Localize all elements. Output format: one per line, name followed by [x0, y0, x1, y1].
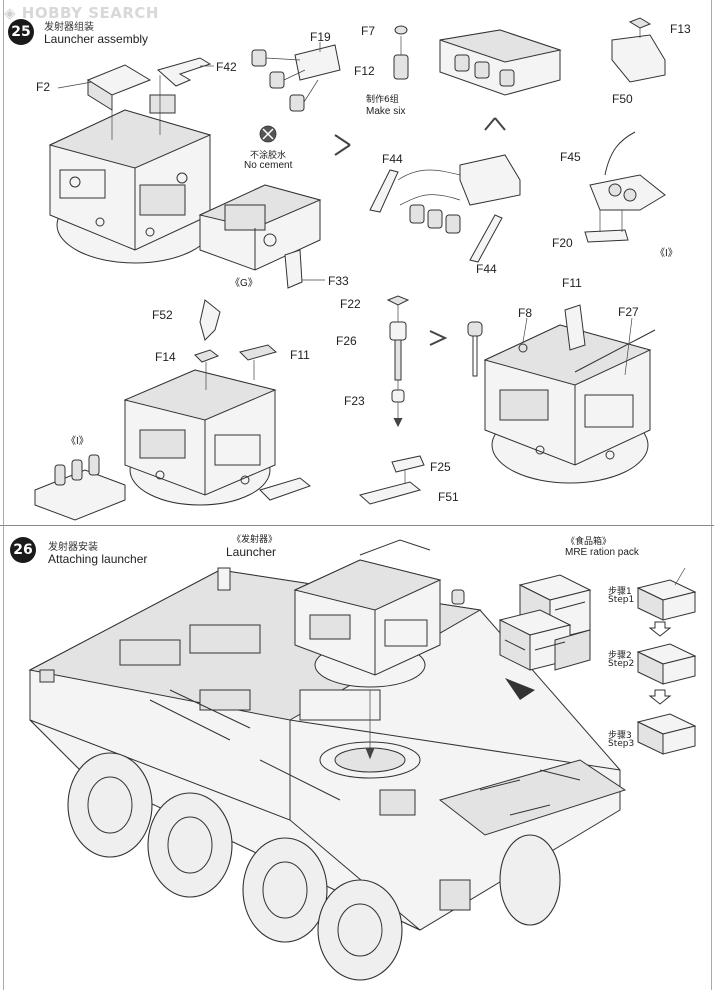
label-f33: F33	[328, 274, 349, 288]
part-f44-assembly	[369, 154, 521, 263]
mre-step3-en: Step3	[608, 739, 635, 749]
launcher-label-cn: 《发射器》	[232, 535, 278, 545]
step-26-title-cn: 发射器安装	[48, 542, 98, 553]
page-frame-left	[3, 0, 4, 990]
turret-base-drawing-3	[467, 304, 656, 484]
mre-step1-en: Step1	[608, 595, 635, 605]
label-f42: F42	[216, 60, 237, 74]
mre-label-en: MRE ration pack	[565, 547, 639, 558]
label-f20: F20	[552, 236, 573, 250]
launcher-drawing-step26	[293, 539, 465, 688]
mre-down-arrow-1	[648, 621, 672, 637]
mre-step3-cn: 步骤3	[608, 731, 632, 741]
label-f11-right: F11	[562, 276, 582, 290]
label-f14: F14	[155, 350, 176, 364]
label-f52: F52	[152, 308, 173, 322]
label-f7: F7	[361, 24, 376, 38]
part-f22-f26-f23-stack	[386, 295, 410, 428]
mre-down-arrow-2	[648, 689, 672, 705]
label-f44-bottom: F44	[476, 262, 497, 276]
label-f8: F8	[518, 306, 533, 320]
mre-step2-box	[636, 643, 697, 685]
label-f12: F12	[354, 64, 375, 78]
step-25-badge: 25	[8, 19, 34, 45]
part-f25-f51	[358, 455, 425, 505]
mre-step2-en: Step2	[608, 659, 635, 669]
make-six-cn: 制作6组	[366, 95, 399, 105]
turret-base-drawing-2	[123, 299, 278, 506]
label-f13: F13	[670, 22, 691, 36]
part-f19-rail	[251, 42, 341, 112]
label-f45: F45	[560, 150, 581, 164]
launcher-label-en: Launcher	[226, 545, 277, 559]
step-25-title-cn: 发射器组装	[44, 22, 94, 33]
mre-step2-cn: 步骤2	[608, 651, 632, 661]
launcher-tube-block	[198, 184, 325, 289]
part-f7	[394, 25, 408, 35]
step-26-title-en: Attaching launcher	[48, 552, 148, 566]
watermark-logo-icon: ◈	[4, 4, 22, 22]
flow-arrows	[334, 117, 506, 346]
step-26-badge: 26	[10, 537, 36, 563]
no-cement-en: No cement	[244, 160, 293, 171]
label-f2: F2	[36, 80, 51, 94]
section-divider	[0, 525, 714, 526]
label-f50: F50	[612, 92, 633, 106]
ref-g: 《G》	[230, 278, 258, 289]
page-frame-right	[711, 0, 712, 990]
turret-base-drawing-1	[48, 64, 214, 264]
label-f25: F25	[430, 460, 451, 474]
label-f19: F19	[310, 30, 331, 44]
turret2-clamp	[259, 477, 312, 501]
label-f23: F23	[344, 394, 365, 408]
label-f44-top: F44	[382, 152, 403, 166]
part-f12	[393, 54, 409, 80]
mre-step3-box	[636, 713, 697, 755]
mre-box-stack	[498, 574, 592, 671]
step-25-title-en: Launcher assembly	[44, 32, 149, 46]
watermark-text: HOBBY SEARCH	[21, 4, 159, 22]
vehicle-drawing	[28, 567, 627, 981]
mre-step1-box	[636, 567, 697, 621]
label-f51: F51	[438, 490, 459, 504]
mre-label-cn: 《食品箱》	[566, 537, 612, 547]
mre-step1-cn: 步骤1	[608, 587, 632, 597]
label-f27: F27	[618, 305, 639, 319]
watermark: ◈ HOBBY SEARCH	[4, 4, 159, 22]
label-f11-left: F11	[290, 348, 310, 362]
no-cement-cn: 不涂胶水	[250, 151, 287, 161]
part-f50	[611, 34, 666, 83]
label-f26: F26	[336, 334, 357, 348]
ref-l-left: 《I》	[66, 436, 89, 447]
make-six-en: Make six	[366, 106, 406, 117]
part-f42-plate	[156, 57, 212, 87]
part-f50-rail	[439, 29, 562, 96]
mre-arrow	[505, 678, 535, 700]
mini-launcher-rack	[34, 454, 126, 521]
part-f45-f20-assembly	[584, 131, 666, 243]
ref-l-right: 《I》	[655, 248, 678, 259]
label-f22: F22	[340, 297, 361, 311]
